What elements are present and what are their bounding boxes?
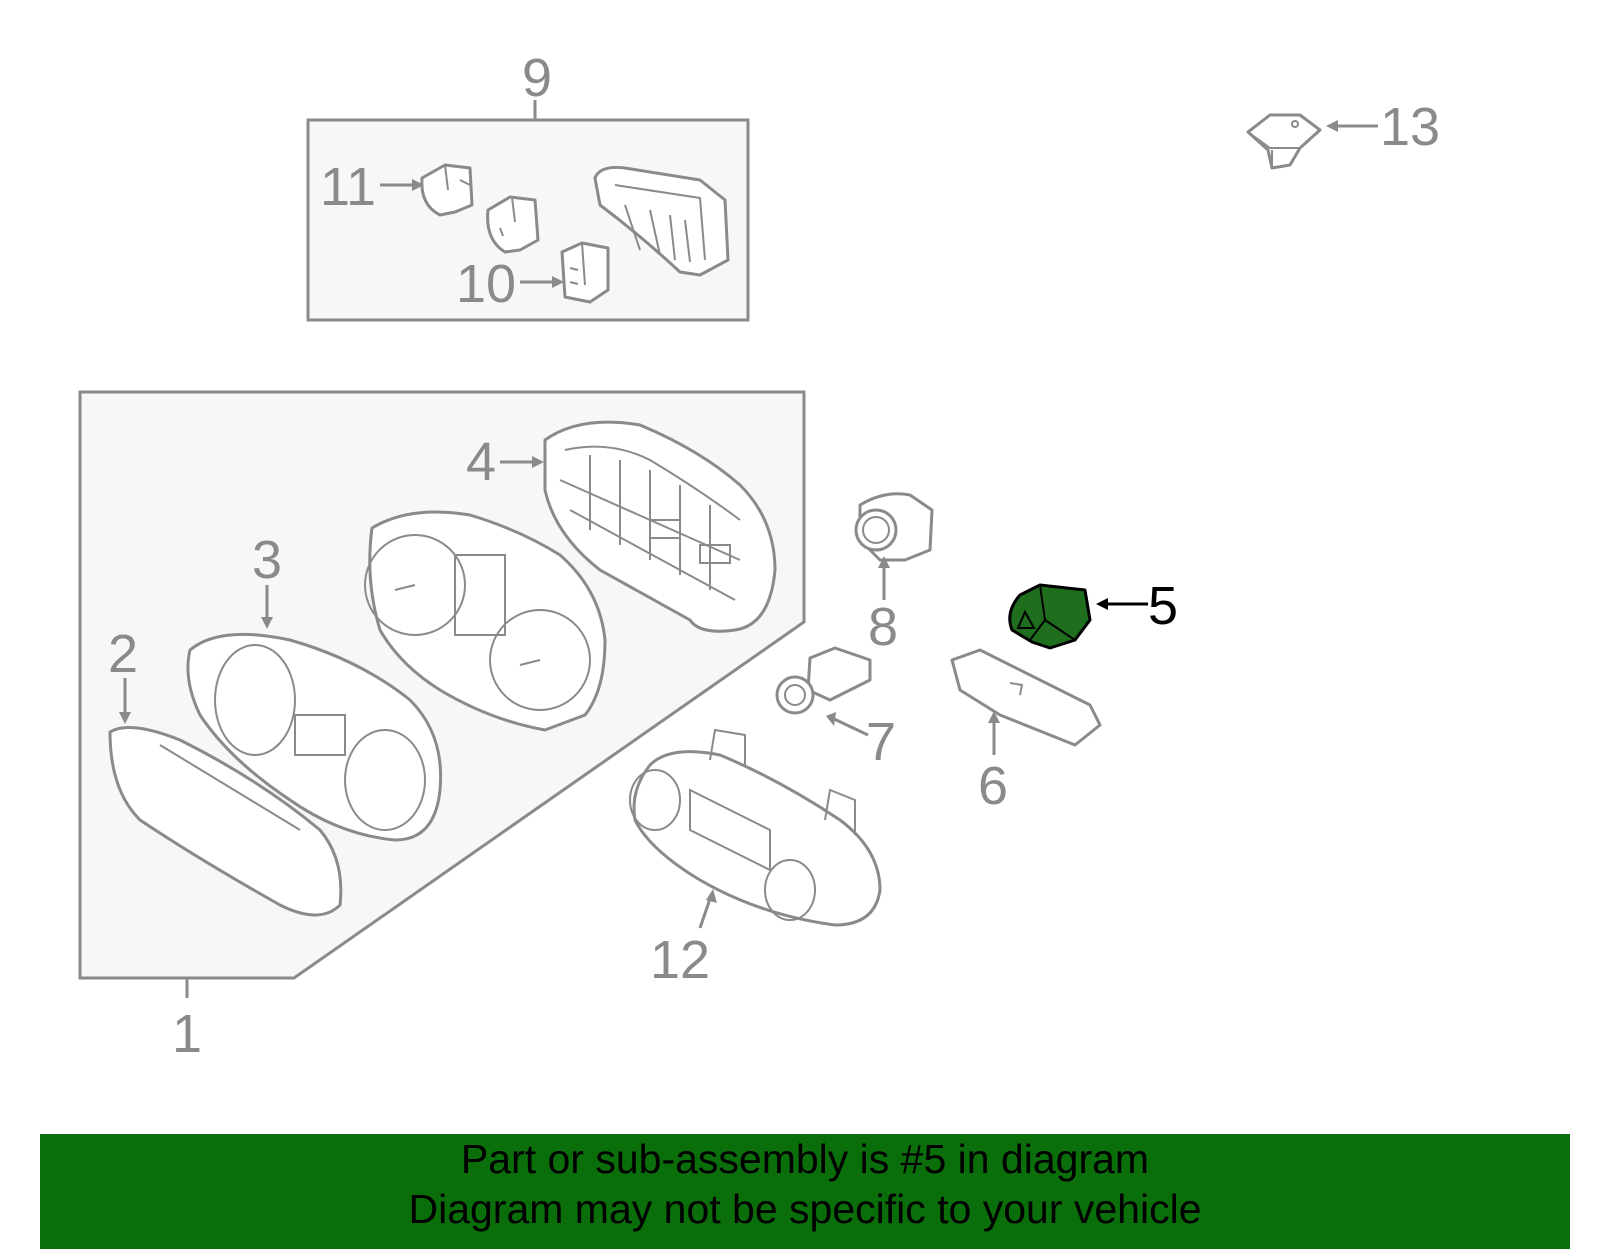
part-5-hazard-switch[interactable] (1008, 583, 1092, 650)
callout-2: 2 (108, 624, 138, 684)
part-knob-unlabeled[interactable] (486, 195, 540, 254)
part-3-mask[interactable] (186, 632, 443, 842)
callout-8: 8 (868, 597, 898, 657)
callout-6: 6 (978, 756, 1008, 816)
callout-13: 13 (1380, 97, 1440, 157)
callout-12: 12 (650, 930, 710, 990)
banner-line-1: Part or sub-assembly is #5 in diagram (460, 1136, 1150, 1182)
part-12-climate-control[interactable] (629, 728, 882, 927)
part-4-cluster-housing[interactable] (543, 420, 777, 633)
callout-11: 11 (320, 157, 376, 217)
part-11-knob[interactable] (420, 163, 474, 217)
part-13-clip[interactable] (1246, 113, 1322, 170)
callout-5: 5 (1148, 576, 1178, 636)
callout-9: 9 (522, 48, 552, 108)
part-cluster-face[interactable] (364, 510, 607, 732)
banner-line-2: Diagram may not be specific to your vehi… (408, 1186, 1202, 1232)
part-2-lens[interactable] (108, 726, 343, 917)
info-banner: Part or sub-assembly is #5 in diagram Di… (40, 1134, 1570, 1249)
callout-4: 4 (466, 432, 496, 492)
part-7-sensor[interactable] (775, 646, 872, 715)
part-switch-panel[interactable] (593, 166, 730, 277)
leader-lines (119, 120, 1378, 929)
part-8-start-button[interactable] (854, 492, 934, 562)
callout-1: 1 (172, 1004, 202, 1064)
part-6-bracket[interactable] (950, 648, 1102, 747)
callout-3: 3 (252, 530, 282, 590)
part-10-switch[interactable] (560, 241, 610, 304)
callout-10: 10 (456, 254, 516, 314)
callout-7: 7 (866, 712, 896, 772)
